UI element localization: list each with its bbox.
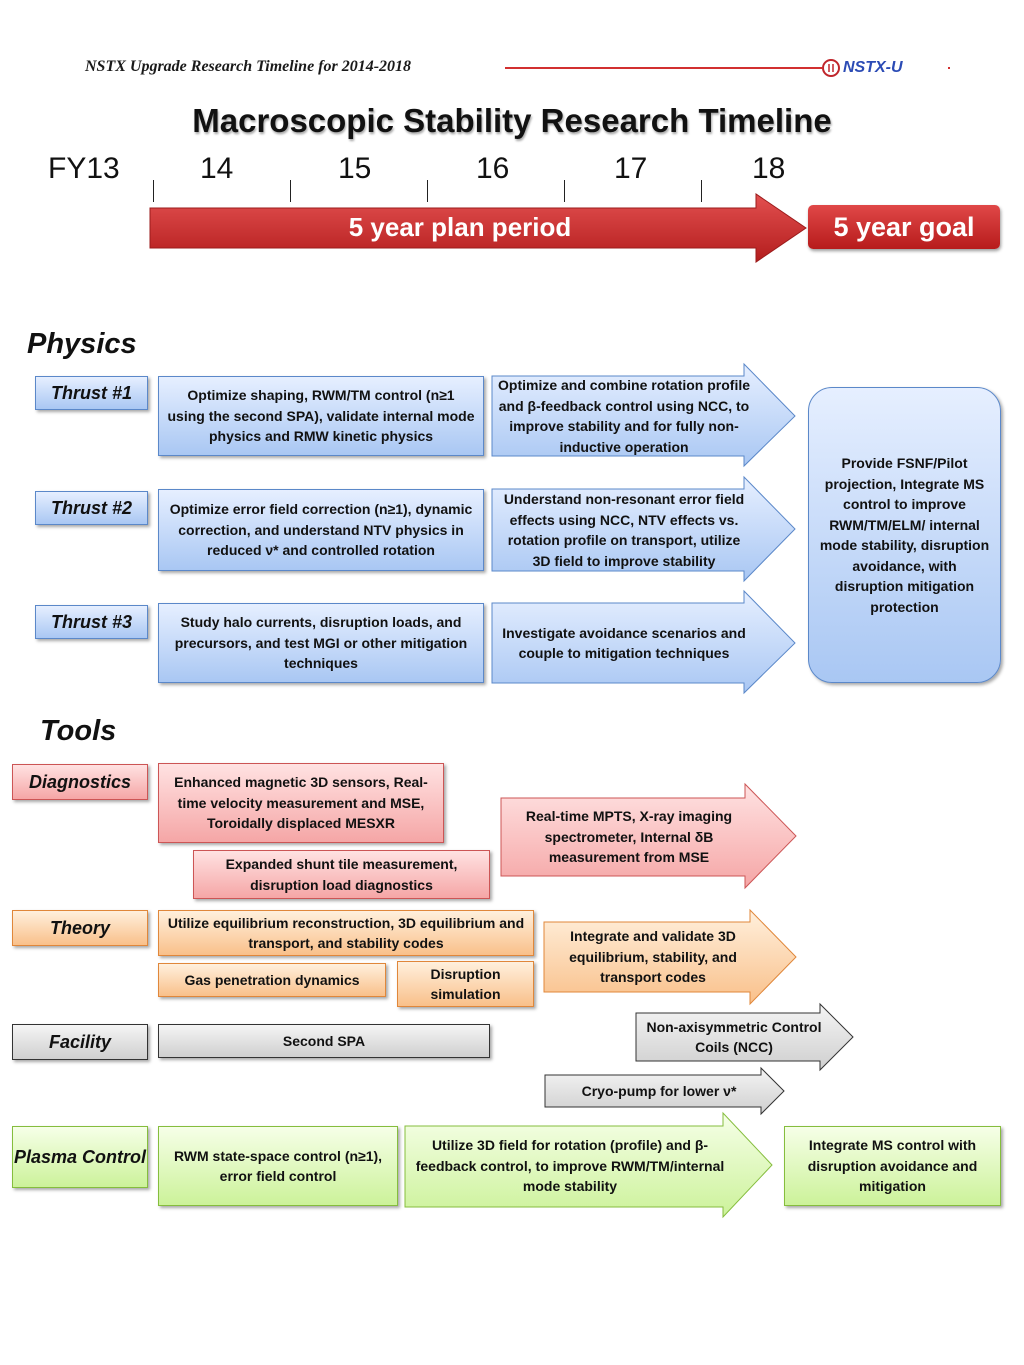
theory-box-gas-penetration: Gas penetration dynamics [158, 963, 386, 997]
thrust-3-label: Thrust #3 [35, 605, 148, 639]
thrust-2-box: Optimize error field correction (n≥1), d… [158, 489, 484, 571]
thrust-2-arrow [491, 475, 796, 583]
tools-heading: Tools [40, 715, 117, 747]
diagnostics-box-sensors: Enhanced magnetic 3D sensors, Real-time … [158, 763, 444, 843]
plasma-control-arrow [404, 1111, 773, 1219]
year-label-16: 16 [476, 152, 510, 185]
facility-ncc-arrow-text: Non-axisymmetric Control Coils (NCC) [646, 1018, 822, 1056]
year-label-fy13: FY13 [48, 152, 120, 185]
theory-box-disruption-simulation: Disruption simulation [397, 961, 534, 1007]
header-rule [505, 67, 950, 69]
thrust-1-arrow [491, 362, 796, 468]
logo-text: NSTX-U [843, 59, 903, 76]
plasma-control-box-integrate: Integrate MS control with disruption avo… [784, 1126, 1001, 1206]
year-label-14: 14 [200, 152, 234, 185]
facility-cryo-pump-arrow-text: Cryo-pump for lower ν* [581, 1082, 737, 1099]
facility-ncc-arrow [635, 1002, 854, 1072]
thrust-3-arrow-text: Investigate avoidance scenarios and coup… [502, 624, 746, 662]
thrust-1-box: Optimize shaping, RWM/TM control (n≥1 us… [158, 376, 484, 456]
plasma-control-label: Plasma Control [12, 1126, 148, 1188]
thrust-2-arrow-text: Understand non-resonant error field effe… [503, 491, 745, 569]
plasma-control-arrow-text: Utilize 3D field for rotation (profile) … [415, 1137, 725, 1195]
plasma-control-box-rwm: RWM state-space control (n≥1), error fie… [158, 1126, 398, 1206]
facility-label: Facility [12, 1024, 148, 1060]
diagnostics-arrow-text: Real-time MPTS, X-ray imaging spectromet… [525, 808, 733, 866]
timeline-tick [153, 180, 154, 202]
thrust-1-arrow-text: Optimize and combine rotation profile an… [498, 377, 751, 455]
thrust-3-arrow [491, 589, 796, 695]
year-label-15: 15 [338, 152, 372, 185]
diagnostics-box-shunt-tile: Expanded shunt tile measurement, disrupt… [193, 850, 490, 899]
timeline-tick [701, 180, 702, 202]
timeline-tick [427, 180, 428, 202]
theory-arrow-text: Integrate and validate 3D equilibrium, s… [569, 928, 737, 986]
diagnostics-arrow [500, 782, 797, 890]
theory-box-reconstruction: Utilize equilibrium reconstruction, 3D e… [158, 910, 534, 956]
nstx-logo-icon [822, 59, 840, 77]
timeline-tick [564, 180, 565, 202]
plan-period-arrow [149, 193, 807, 263]
five-year-goal-badge: 5 year goal [808, 205, 1000, 249]
year-label-17: 17 [614, 152, 648, 185]
physics-goal-box: Provide FSNF/Pilot projection, Integrate… [808, 387, 1001, 683]
page-title: Macroscopic Stability Research Timeline [192, 102, 832, 139]
facility-cryo-pump-arrow [544, 1066, 785, 1116]
thrust-3-box: Study halo currents, disruption loads, a… [158, 603, 484, 683]
document-header-title: NSTX Upgrade Research Timeline for 2014-… [85, 58, 412, 75]
nstx-logo: NSTX-U [822, 56, 948, 80]
physics-heading: Physics [27, 328, 137, 360]
thrust-1-label: Thrust #1 [35, 376, 148, 410]
timeline-tick [290, 180, 291, 202]
facility-box-second-spa: Second SPA [158, 1024, 490, 1058]
year-label-18: 18 [752, 152, 786, 185]
diagnostics-label: Diagnostics [12, 764, 148, 800]
plan-period-label: 5 year plan period [348, 212, 572, 242]
thrust-2-label: Thrust #2 [35, 491, 148, 525]
theory-label: Theory [12, 910, 148, 946]
theory-arrow [543, 908, 797, 1006]
